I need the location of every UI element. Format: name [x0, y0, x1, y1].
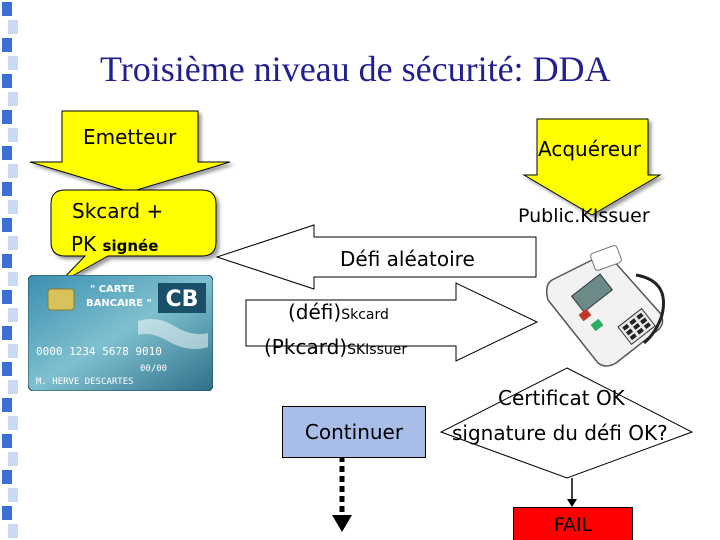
card-name-line2: BANCAIRE " — [86, 298, 152, 309]
sidebar-square — [2, 326, 12, 340]
card-name-line1: " CARTE — [90, 284, 135, 295]
acquirer-label: Acquéreur — [538, 137, 641, 161]
card-cb-logo-text: CB — [166, 287, 199, 312]
card-cb-logo — [158, 283, 206, 313]
sidebar-square — [2, 254, 12, 268]
decision-line2: signature du défi OK? — [452, 421, 668, 445]
response-line2-main: (Pkcard) — [264, 335, 348, 359]
card-chip-icon — [47, 288, 75, 311]
sidebar-square — [8, 380, 18, 394]
response-arrow — [245, 282, 539, 362]
sidebar-square — [8, 164, 18, 178]
card-callout-pk: PK — [71, 232, 97, 256]
response-line2: (Pkcard)SKIssuer — [264, 335, 407, 359]
sidebar-square — [2, 290, 12, 304]
sidebar-square — [8, 524, 18, 538]
card-callout-line1: Skcard + — [72, 199, 164, 223]
sidebar-square — [8, 488, 18, 502]
issuer-arrow — [29, 110, 231, 193]
slide-title: Troisième niveau de sécurité: DDA — [100, 49, 611, 89]
sidebar-square — [2, 398, 12, 412]
sidebar-square — [8, 56, 18, 70]
card-holder: M. HERVE DESCARTES — [36, 377, 134, 387]
response-line2-sub: SKIssuer — [347, 342, 408, 358]
sidebar-square — [8, 308, 18, 322]
public-key-label: Public.KIssuer — [518, 205, 650, 227]
sidebar-square — [2, 470, 12, 484]
sidebar-square — [2, 362, 12, 376]
fail-connector-arrowhead — [567, 499, 577, 507]
continue-arrowhead — [332, 515, 352, 532]
issuer-label: Emetteur — [83, 125, 177, 149]
decision-line1: Certificat OK — [498, 386, 625, 410]
sidebar-square — [8, 452, 18, 466]
card-expiry: 00/00 — [140, 364, 167, 374]
sidebar-square — [2, 506, 12, 520]
terminal-cable — [635, 273, 665, 345]
sidebar-square — [8, 236, 18, 250]
challenge-arrow — [215, 224, 537, 290]
sidebar-square — [8, 200, 18, 214]
response-line1-main: (défi) — [288, 300, 342, 324]
sidebar-square — [2, 2, 12, 16]
card-number: 0000 1234 5678 9010 — [36, 345, 162, 358]
sidebar-square — [2, 182, 12, 196]
sidebar-pattern — [2, 2, 18, 538]
acquirer-arrow — [522, 118, 662, 216]
sidebar-square — [2, 110, 12, 124]
challenge-label: Défi aléatoire — [340, 247, 475, 271]
sidebar-square — [2, 38, 12, 52]
decision-diamond — [439, 367, 694, 479]
sidebar-square — [2, 218, 12, 232]
payment-terminal-image — [545, 245, 665, 367]
response-line1-sub: Skcard — [341, 307, 389, 323]
card-callout-line2: PK signée — [71, 232, 158, 256]
terminal-screen — [570, 273, 614, 313]
sidebar-square — [8, 344, 18, 358]
response-line1: (défi)Skcard — [288, 300, 389, 324]
sidebar-square — [8, 20, 18, 34]
card-callout-bubble — [50, 189, 217, 285]
sidebar-square — [8, 416, 18, 430]
sidebar-square — [2, 434, 12, 448]
sidebar-square — [8, 92, 18, 106]
fail-box: FAIL — [513, 507, 633, 540]
sidebar-square — [8, 272, 18, 286]
continue-button[interactable]: Continuer — [282, 406, 426, 458]
sidebar-square — [2, 74, 12, 88]
card-callout-signed: signée — [102, 237, 159, 255]
sidebar-square — [8, 128, 18, 142]
sidebar-square — [2, 146, 12, 160]
bank-card-image: " CARTE BANCAIRE " CB 0000 1234 5678 901… — [28, 275, 213, 391]
